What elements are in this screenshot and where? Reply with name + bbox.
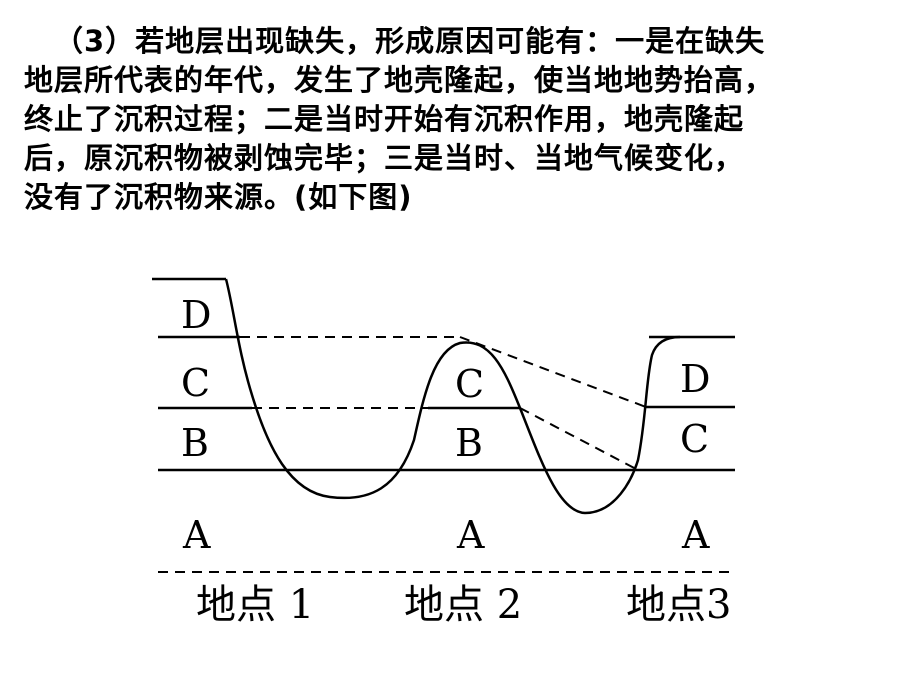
- layer-label-a-site3: A: [681, 513, 710, 557]
- paragraph-line: 地层所代表的年代，发生了地壳隆起，使当地地势抬高，: [24, 63, 775, 97]
- layer-label-c-site3: C: [680, 417, 709, 461]
- location-label-site2: 地点 2: [404, 582, 522, 628]
- layer-label-b-site1: B: [181, 421, 209, 465]
- paragraph-line: 终止了沉积过程；二是当时开始有沉积作用，地壳隆起: [24, 102, 745, 136]
- paragraph-line: 后，原沉积物被剥蚀完毕；三是当时、当地气候变化，: [24, 141, 745, 175]
- layer-label-d-site1: D: [181, 293, 211, 337]
- dashed-line-c-b-slope: [519, 407, 639, 471]
- erosion-surface-curve: [224, 278, 681, 515]
- layer-label-c-site2: C: [455, 362, 484, 406]
- paragraph-line: 没有了沉积物来源。(如下图): [24, 180, 413, 214]
- location-label-site1: 地点 1: [196, 582, 314, 628]
- layer-label-b-site2: B: [455, 421, 483, 465]
- explanation-paragraph: （3）若地层出现缺失，形成原因可能有：一是在缺失 地层所代表的年代，发生了地壳隆…: [24, 22, 904, 217]
- paragraph-line: （3）若地层出现缺失，形成原因可能有：一是在缺失: [54, 24, 766, 58]
- dashed-line-d-c-slope: [459, 336, 647, 408]
- layer-label-a-site1: A: [182, 513, 211, 557]
- location-label-site3: 地点3: [626, 582, 731, 628]
- layer-label-d-site3: D: [680, 357, 710, 401]
- layer-label-c-site1: C: [181, 361, 210, 405]
- layer-label-a-site2: A: [456, 513, 485, 557]
